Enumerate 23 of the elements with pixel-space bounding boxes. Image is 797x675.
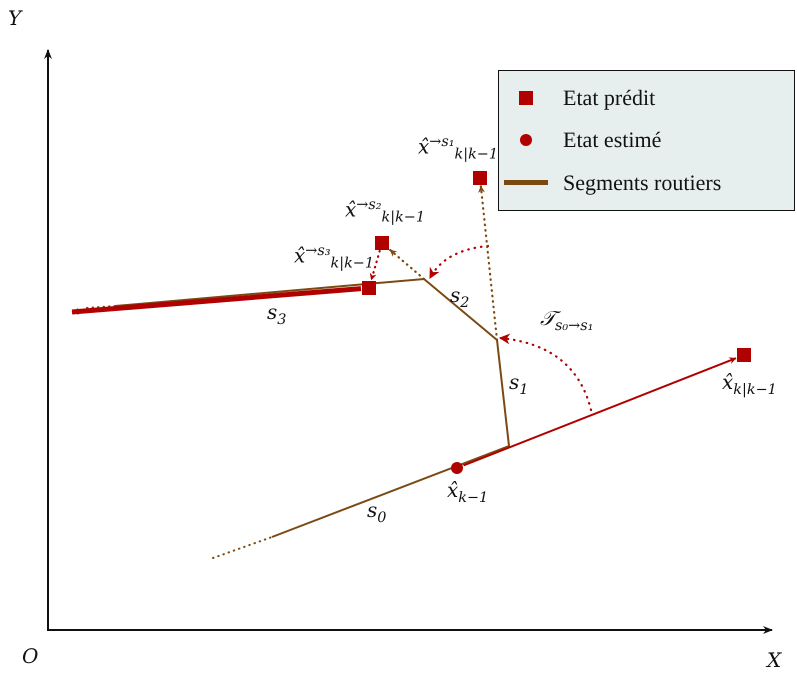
predicted-state-square <box>362 281 376 295</box>
legend-text: Etat estimé <box>563 127 662 154</box>
estimated-state-dot <box>451 462 463 474</box>
arrow <box>478 184 498 342</box>
predicted-state-square <box>473 171 487 185</box>
point-label: x̂$_{k−1}$ <box>447 480 488 506</box>
math-label: s$_{3}$ <box>267 302 286 328</box>
point-label: x̂$_{k|k−1}$ <box>722 372 777 398</box>
arrow <box>370 250 381 282</box>
math-label: O <box>22 646 38 666</box>
arrow <box>463 357 736 466</box>
arrow <box>72 286 362 315</box>
math-label: s$_{1}$ <box>509 372 528 398</box>
math-label: 𝒯$_{s₀→s₁}$ <box>540 308 594 334</box>
legend-text: Etat prédit <box>563 85 656 112</box>
predicted-state-square <box>375 236 389 250</box>
legend-text: Segments routiers <box>563 170 722 196</box>
arrow <box>388 248 426 280</box>
math-label: s$_{0}$ <box>367 500 386 526</box>
math-label: s$_{2}$ <box>450 285 470 310</box>
math-label: X <box>767 650 782 670</box>
predicted-state-square <box>737 348 751 362</box>
math-label: Y <box>8 8 22 28</box>
